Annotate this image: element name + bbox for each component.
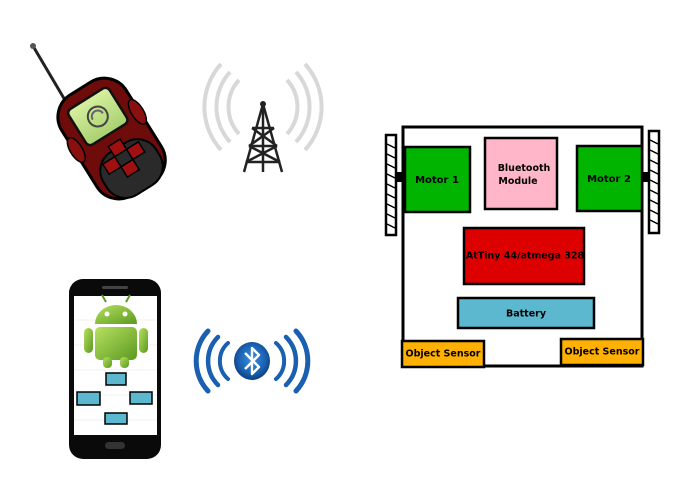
motor-2-label: Motor 2 — [587, 174, 631, 185]
object-sensor-left-label: Object Sensor — [406, 349, 481, 360]
dpad-down-button[interactable] — [104, 412, 128, 425]
object-sensor-left-block: Object Sensor — [400, 339, 486, 369]
battery-label: Battery — [506, 309, 547, 320]
bluetooth-module-block: Bluetooth Module — [483, 136, 559, 211]
dpad-right-button[interactable] — [129, 391, 153, 405]
microcontroller-block: AtTiny 44/atmega 328 — [462, 226, 586, 286]
rc-transmitter-icon — [30, 43, 167, 201]
motor-1-label: Motor 1 — [415, 175, 459, 186]
microcontroller-label: AtTiny 44/atmega 328 — [466, 251, 585, 262]
right-wheel — [640, 129, 661, 235]
radio-tower-icon — [202, 62, 324, 173]
bluetooth-module-label-line2: Module — [498, 176, 537, 187]
dpad-up-button[interactable] — [105, 372, 127, 386]
object-sensor-right-label: Object Sensor — [565, 347, 640, 358]
android-robot-icon — [84, 294, 148, 368]
android-phone-icon — [69, 279, 161, 459]
bluetooth-icon — [193, 328, 311, 394]
motor-1-block: Motor 1 — [403, 145, 472, 214]
robot-chassis: Motor 1 Bluetooth Module Motor 2 AtTiny … — [384, 125, 661, 369]
dpad-left-button[interactable] — [76, 391, 101, 406]
object-sensor-right-block: Object Sensor — [559, 337, 645, 367]
motor-2-block: Motor 2 — [575, 144, 644, 213]
battery-block: Battery — [456, 296, 596, 330]
left-wheel — [384, 133, 405, 237]
bluetooth-module-label-line1: Bluetooth — [498, 163, 551, 174]
